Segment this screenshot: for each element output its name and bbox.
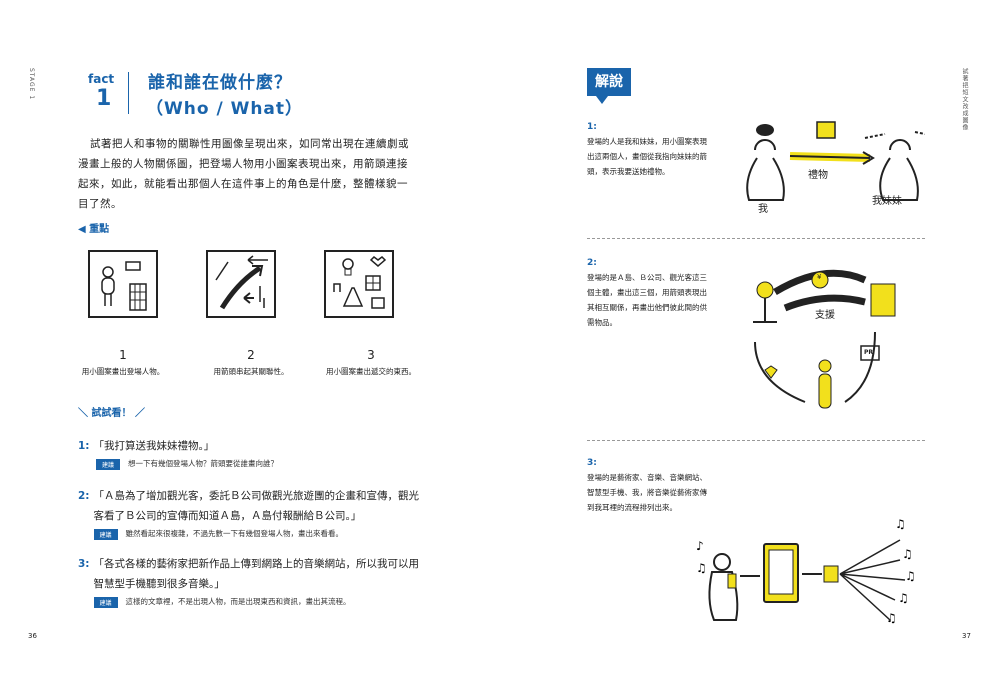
exercise-number: 2: <box>78 490 90 502</box>
page-title: 誰和誰在做什麼？ <box>148 73 292 93</box>
explanation-1: 1:登場的人是我和妹妹，用小圖案表現出這兩個人，畫個從我指向妹妹的箭頭，表示我要… <box>587 122 707 176</box>
pr-label: PR <box>864 349 874 356</box>
gift-icon <box>816 121 836 139</box>
fact-number: 1 <box>96 86 112 111</box>
tip-text: 想一下有幾個登場人物？箭頭要從誰畫向誰？ <box>128 459 279 468</box>
music-flow-diagram: ♫♫♫♫♫♪♫ <box>696 517 916 625</box>
tip-text: 這樣的文章裡，不是出現人物，而是出現東西和資訊，畫出其流程。 <box>125 597 351 606</box>
try-it-heading: ＼ 試試看！ ／ <box>78 408 145 419</box>
objects-icon <box>333 256 387 309</box>
support-label: 支援 <box>815 310 835 321</box>
tip-badge: 建議 <box>93 596 118 608</box>
exercise-2: 2: 「Ａ島為了增加觀光客，委託Ｂ公司做觀光旅遊團的企畫和宣傳，觀光客看了Ｂ公司… <box>78 486 423 540</box>
arrows-icon <box>215 255 268 310</box>
svg-text:♫: ♫ <box>902 547 913 561</box>
panel-2-number: 2 <box>247 348 255 362</box>
exercise-number: 1: <box>78 440 90 452</box>
svg-text:♫: ♫ <box>905 569 916 583</box>
exercise-text: 「Ａ島為了增加觀光客，委託Ｂ公司做觀光旅遊團的企畫和宣傳，觀光客看了Ｂ公司的宣傳… <box>93 490 420 522</box>
svg-text:♫: ♫ <box>895 517 906 531</box>
explanation-badge: 解說 <box>587 68 631 96</box>
speaker-icon: ◀ <box>78 224 90 235</box>
exercise-text: 「我打算送我妹妹禮物。」 <box>93 440 215 452</box>
panel-3-number: 3 <box>367 348 375 362</box>
exercise-text: 「各式各樣的藝術家把新作品上傳到網路上的音樂網站，所以我可以用智慧型手機聽到很多… <box>93 558 420 590</box>
me-label: 我 <box>758 204 768 215</box>
explanation-2: 2:登場的是Ａ島、Ｂ公司、觀光客這三個主體，畫出這三個，用箭頭表現出其相互關係，… <box>587 258 707 327</box>
person-building-icon <box>101 261 147 311</box>
exercise-1: 1:「我打算送我妹妹禮物。」 建議想一下有幾個登場人物？箭頭要從誰畫向誰？ <box>78 436 418 470</box>
music-site-icon <box>823 565 839 583</box>
badge-pointer <box>596 96 608 104</box>
page-number-left: 36 <box>28 632 37 640</box>
svg-text:♫: ♫ <box>886 611 897 625</box>
tip-text: 雖然看起來很複雜，不過先數一下有幾個登場人物，畫出來看看。 <box>125 529 344 538</box>
explanation-3: 3:登場的是藝術家、音樂、音樂網站、智慧型手機、我，將音樂從藝術家傳到我耳裡的流… <box>587 458 707 512</box>
panel-2-caption: 用箭頭串起其關聯性。 <box>213 367 289 376</box>
tip-badge: 建議 <box>93 528 118 540</box>
intro-paragraph: 試著把人和事物的關聯性用圖像呈現出來，如同常出現在連續劇或漫畫上般的人物關係圖，… <box>78 138 409 210</box>
stage-side-label: STAGE 1 <box>28 68 35 101</box>
title-divider <box>128 72 129 114</box>
panel-1-number: 1 <box>119 348 127 362</box>
page-number-right: 37 <box>962 632 971 640</box>
tourist-icon <box>818 373 832 409</box>
divider <box>587 440 925 441</box>
arrow <box>789 151 875 165</box>
tourism-diagram <box>753 269 896 409</box>
panel-2-illustration <box>206 250 276 318</box>
yen-label: ¥ <box>817 273 822 281</box>
gift-diagram <box>746 121 925 201</box>
gift-label: 禮物 <box>808 170 828 181</box>
divider <box>587 238 925 239</box>
page-subtitle: （Who / What） <box>146 99 304 119</box>
sister-label: 我妹妹 <box>872 196 902 207</box>
svg-text:♪: ♪ <box>696 539 704 553</box>
key-points-heading: ◀ 重點 <box>78 224 110 235</box>
chapter-side-label: 試著把短文改成圖像 <box>961 68 968 131</box>
svg-text:♫: ♫ <box>696 561 707 575</box>
fact-label: fact <box>88 72 115 86</box>
panel-3-illustration <box>324 250 394 318</box>
svg-text:♫: ♫ <box>898 591 909 605</box>
island-icon <box>756 281 774 299</box>
company-icon <box>870 283 896 317</box>
panel-1-caption: 用小圖案畫出登場人物。 <box>81 367 165 376</box>
tip-badge: 建議 <box>96 458 121 470</box>
panel-3-caption: 用小圖案畫出遞交的東西。 <box>326 367 416 376</box>
exercise-number: 3: <box>78 558 90 570</box>
exercise-3: 3: 「各式各樣的藝術家把新作品上傳到網路上的音樂網站，所以我可以用智慧型手機聽… <box>78 554 423 608</box>
panel-1-illustration <box>88 250 158 318</box>
